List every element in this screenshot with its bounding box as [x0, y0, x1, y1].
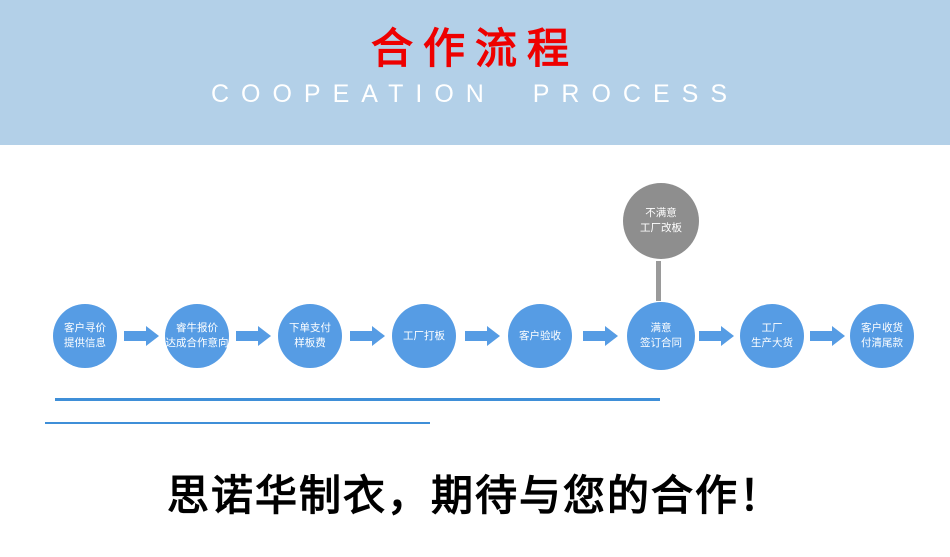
flow-step-label: 客户验收 [519, 329, 561, 342]
flow-step-6: 满意 签订合同 [627, 302, 695, 370]
reject-node-line2: 工厂改板 [640, 222, 682, 234]
arrow-right-icon [236, 326, 271, 346]
arrow-right-icon [124, 326, 159, 346]
flow-step-label: 签订合同 [640, 337, 682, 349]
divider-line-short [45, 422, 430, 424]
flow-step-label: 睿牛报价 [176, 322, 218, 334]
arrow-right-icon [350, 326, 385, 346]
reject-connector-line [656, 261, 661, 301]
flow-step-label: 提供信息 [64, 337, 106, 349]
flow-step-label: 样板费 [294, 337, 326, 349]
flow-step-label: 生产大货 [751, 337, 793, 349]
flow-step-8: 客户收货 付清尾款 [850, 304, 914, 368]
flow-step-label: 客户收货 [861, 322, 903, 334]
flow-step-label: 客户寻价 [64, 322, 106, 334]
reject-node: 不满意 工厂改板 [623, 183, 699, 259]
banner-subtitle: COOPEATION PROCESS [210, 80, 740, 108]
flow-step-label: 满意 [650, 322, 672, 334]
process-flow-diagram: 不满意 工厂改板 客户寻价 提供信息 睿牛报价 达成合作意向 下单支付 样板费 … [0, 145, 950, 445]
footer-slogan-text: 思诺华制衣，期待与您的合作！ [166, 472, 783, 519]
flow-step-label: 工厂打板 [403, 329, 445, 342]
flow-step-3: 下单支付 样板费 [278, 304, 342, 368]
flow-step-1: 客户寻价 提供信息 [53, 304, 117, 368]
flow-step-label: 达成合作意向 [165, 337, 229, 349]
flow-step-label: 付清尾款 [861, 337, 903, 349]
reject-node-line1: 不满意 [645, 207, 677, 219]
footer-slogan: 思诺华制衣，期待与您的合作！ [0, 462, 950, 523]
flow-step-label: 工厂 [761, 322, 783, 334]
arrow-right-icon [810, 326, 845, 346]
flow-step-2: 睿牛报价 达成合作意向 [165, 304, 229, 368]
flow-step-7: 工厂 生产大货 [740, 304, 804, 368]
divider-line-long [55, 398, 660, 401]
arrow-right-icon [465, 326, 500, 346]
flow-step-5: 客户验收 [508, 304, 572, 368]
arrow-right-icon [699, 326, 734, 346]
flow-step-4: 工厂打板 [392, 304, 456, 368]
banner-title: 合作流程 [370, 25, 579, 72]
flow-step-label: 下单支付 [289, 322, 331, 334]
arrow-right-icon [583, 326, 618, 346]
header-banner: 合作流程 COOPEATION PROCESS [0, 0, 950, 145]
